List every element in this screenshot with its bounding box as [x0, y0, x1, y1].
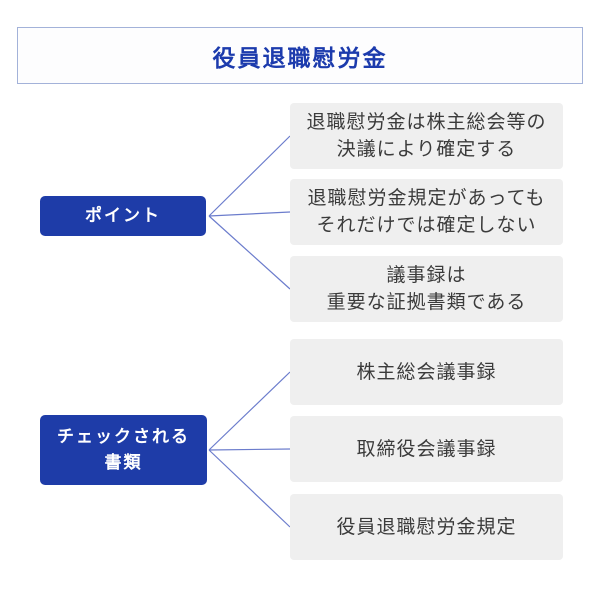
connector-points-1: [208, 135, 291, 217]
leaf-document-1: 株主総会議事録: [290, 339, 563, 405]
connector-docs-3: [208, 449, 291, 528]
node-checked-documents: チェックされる 書類: [40, 415, 207, 485]
node-points: ポイント: [40, 196, 206, 236]
diagram-title: 役員退職慰労金: [212, 44, 388, 71]
leaf-document-2: 取締役会議事録: [290, 416, 563, 482]
leaf-point-1: 退職慰労金は株主総会等の 決議により確定する: [290, 103, 563, 169]
leaf-point-2: 退職慰労金規定があっても それだけでは確定しない: [290, 179, 563, 245]
connector-docs-2: [208, 448, 291, 451]
connector-points-3: [208, 215, 291, 290]
diagram-header: 役員退職慰労金: [17, 27, 583, 84]
leaf-point-3: 議事録は 重要な証拠書類である: [290, 256, 563, 322]
connector-points-2: [208, 211, 291, 217]
connector-docs-1: [208, 371, 291, 451]
leaf-document-3: 役員退職慰労金規定: [290, 494, 563, 560]
